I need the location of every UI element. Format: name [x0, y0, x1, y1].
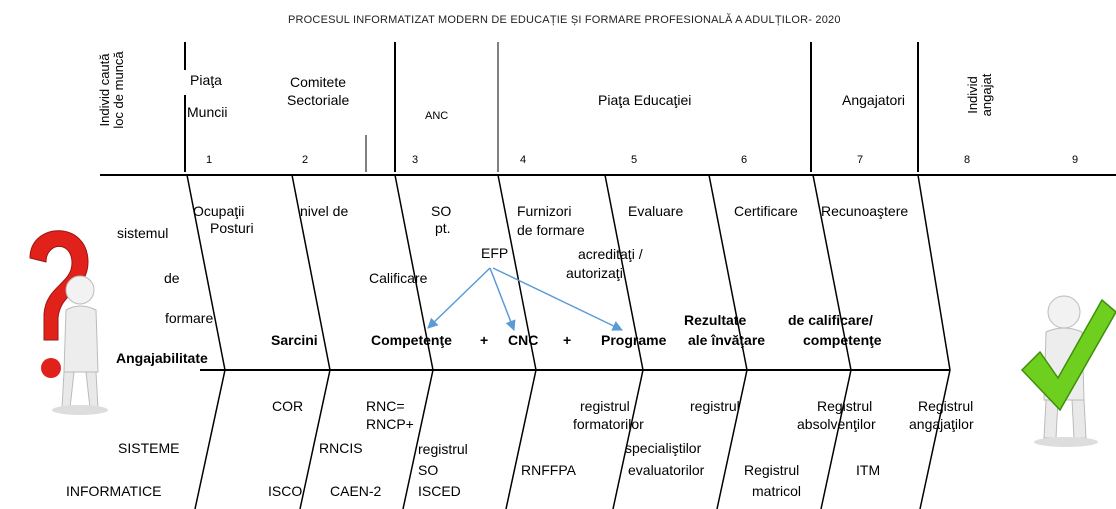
label-rncis: RNCIS [319, 440, 363, 456]
label-isced: ISCED [418, 483, 461, 499]
header-right-line2: angajat [979, 73, 994, 117]
label-registrul-angajati-2: angajaţilor [909, 416, 974, 432]
column-number-6: 6 [741, 154, 748, 166]
label-isco: ISCO [268, 483, 303, 499]
label-competente: Competenţe [371, 332, 452, 348]
lower-bone [194, 369, 226, 509]
column-number-4: 4 [520, 154, 527, 166]
header-anc: ANC [425, 110, 449, 122]
arrow-to-competente [427, 267, 491, 329]
label-de: de [164, 270, 180, 286]
column-number-2: 2 [302, 154, 309, 166]
label-sisteme: SISTEME [118, 440, 180, 456]
label-sarcini: Sarcini [271, 332, 318, 348]
column-number-8: 8 [964, 154, 971, 166]
lower-bone [612, 369, 644, 509]
header-right-line1: Individ [965, 76, 980, 114]
checkmark-figure-icon [1020, 295, 1116, 447]
label-recunoastere: Recunoaştere [821, 203, 909, 219]
diagram-title: PROCESUL INFORMATIZAT MODERN DE EDUCAȚIE… [288, 14, 841, 26]
label-registrul-formatori-2: formatorilor [573, 416, 644, 432]
label-registrul-evaluatori-1: registrul [690, 398, 740, 414]
label-registrul-absolventi-1: Registrul [817, 398, 873, 414]
label-certificare: Certificare [734, 203, 798, 219]
header-right-vertical: Individ angajat [965, 60, 994, 130]
label-rnc: RNC= [366, 398, 405, 414]
label-registrul-angajati-1: Registrul [918, 398, 974, 414]
label-registrul-absolventi-2: absolvenţilor [797, 416, 876, 432]
label-autorizati: autorizaţi [566, 265, 623, 281]
arrow-to-programe [492, 267, 623, 331]
label-registrul-matricol-1: Registrul [744, 462, 800, 478]
column-number-1: 1 [206, 154, 213, 166]
header-comitete-1: Comitete [290, 74, 347, 90]
label-registrul-matricol-2: matricol [752, 483, 802, 499]
label-competente-2: competenţe [803, 332, 882, 348]
label-efp: EFP [481, 245, 509, 261]
header-left-line1: Individ caută [97, 53, 112, 127]
upper-bone [917, 174, 951, 371]
label-evaluare: Evaluare [628, 203, 684, 219]
label-plus-2: + [563, 332, 572, 348]
upper-bone [394, 174, 434, 371]
label-acreditati: acreditaţi / [578, 246, 643, 262]
upper-bone [812, 174, 852, 371]
header-comitete-2: Sectoriale [287, 92, 350, 108]
label-pt: pt. [435, 220, 451, 236]
label-informatice: INFORMATICE [66, 483, 162, 499]
header-piata-educatiei: Piaţa Educaţiei [598, 92, 692, 108]
label-registrul-formatori-1: registrul [580, 398, 630, 414]
label-so: SO [431, 203, 452, 219]
upper-bone [186, 174, 226, 371]
upper-bone [604, 174, 644, 371]
label-rncp: RNCP+ [366, 416, 414, 432]
label-specialistilor: specialiştilor [625, 440, 702, 456]
label-formare: formare [165, 310, 214, 326]
arrow-to-cnc [489, 267, 516, 331]
label-caen: CAEN-2 [330, 483, 382, 499]
label-rezultate: Rezultate [684, 312, 747, 328]
label-evaluatorilor: evaluatorilor [628, 462, 705, 478]
upper-bone [708, 174, 748, 371]
column-number-7: 7 [857, 154, 864, 166]
label-plus-1: + [480, 332, 489, 348]
column-number-3: 3 [412, 154, 419, 166]
label-rnffpa: RNFFPA [521, 462, 576, 478]
lower-bone [919, 369, 951, 509]
column-number-9: 9 [1072, 154, 1079, 166]
header-piata-muncii-1: Piaţa [190, 72, 222, 88]
label-furnizori: Furnizori [517, 203, 572, 219]
label-ocupatii: Ocupaţii [193, 203, 245, 219]
label-posturi: Posturi [210, 220, 254, 236]
label-de-calificare: de calificare/ [788, 312, 873, 328]
label-registrul-so-2: SO [418, 462, 439, 478]
label-programe: Programe [601, 332, 667, 348]
label-ale-invatare: ale învăţare [688, 332, 766, 348]
header-angajatori: Angajatori [842, 92, 906, 108]
label-registrul-so-1: registrul [418, 441, 468, 457]
question-figure-icon [29, 230, 108, 415]
label-cnc: CNC [508, 332, 539, 348]
label-angajabilitate: Angajabilitate [116, 350, 208, 366]
lower-bone [820, 369, 852, 509]
header-piata-muncii-2: Muncii [187, 104, 228, 120]
lower-bone [299, 369, 331, 509]
upper-bone [291, 174, 331, 371]
header-left-vertical: Individ caută loc de muncă [97, 40, 126, 140]
label-de-formare: de formare [517, 222, 585, 238]
label-calificare: Calificare [369, 270, 428, 286]
upper-bone [497, 174, 537, 371]
header-left-line2: loc de muncă [111, 51, 126, 129]
lower-bone [402, 369, 434, 509]
label-itm: ITM [856, 462, 881, 478]
label-nivel-de: nivel de [300, 203, 349, 219]
label-cor: COR [272, 398, 304, 414]
lower-bone [716, 369, 748, 509]
column-number-5: 5 [631, 154, 638, 166]
label-sistemul: sistemul [117, 225, 169, 241]
lower-bone [505, 369, 537, 509]
